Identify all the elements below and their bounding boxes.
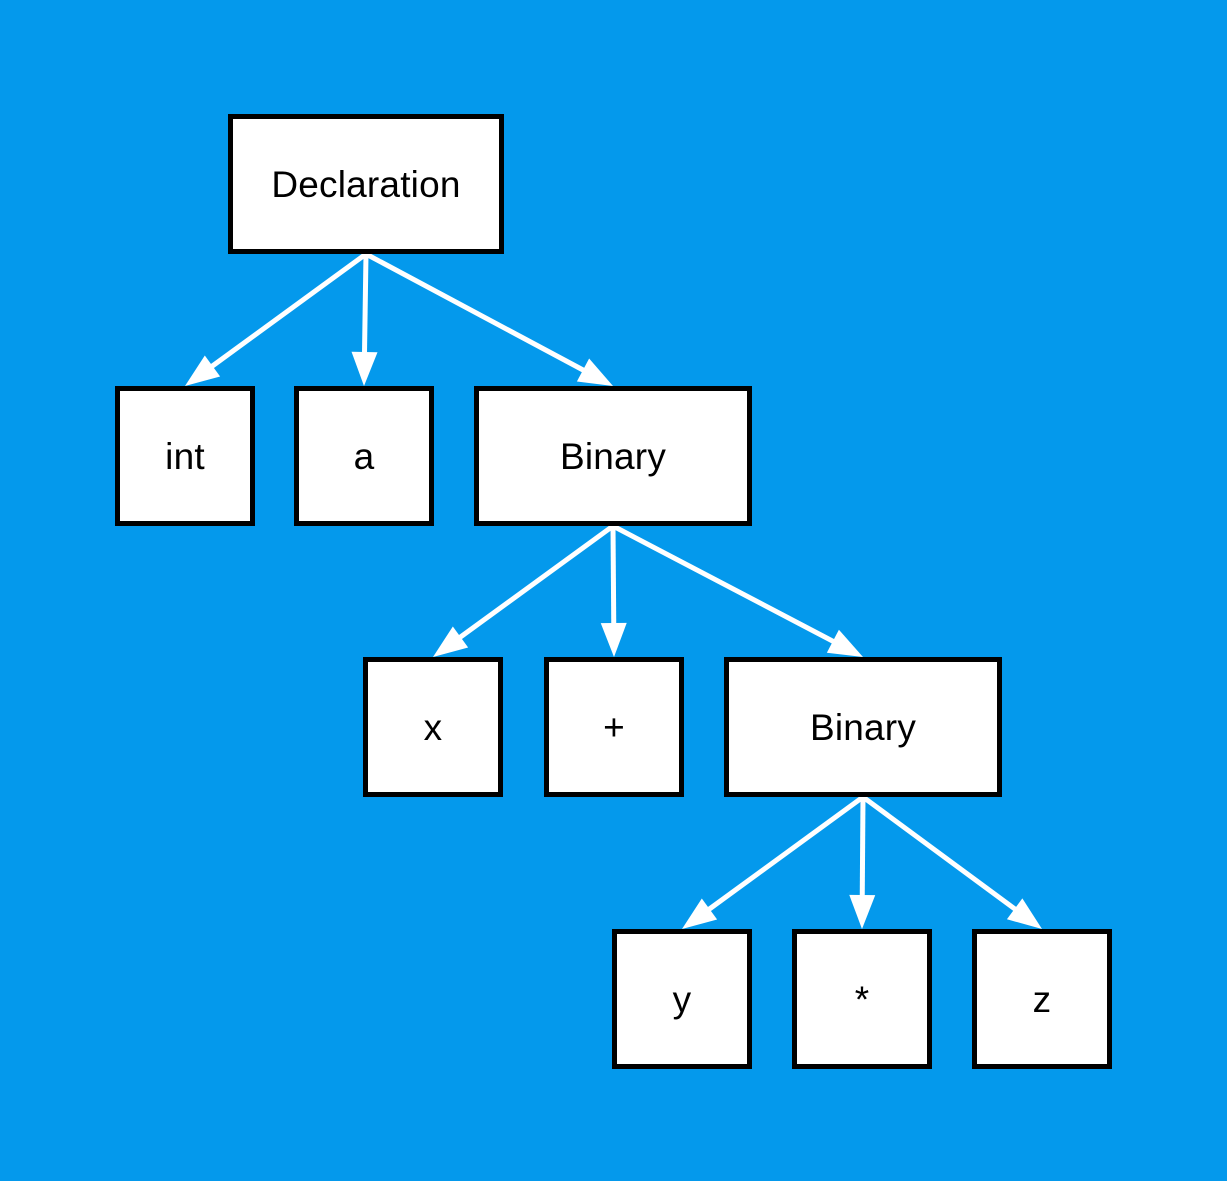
- ast-node-y[interactable]: y: [612, 929, 752, 1069]
- ast-node-plus[interactable]: +: [544, 657, 684, 797]
- arrowhead-icon: [849, 894, 876, 929]
- ast-node-binary2[interactable]: Binary: [724, 657, 1002, 797]
- edge-binary2-to-star: [849, 796, 876, 929]
- edge-line: [611, 523, 842, 648]
- ast-node-label: z: [1032, 978, 1052, 1020]
- arrowhead-icon: [185, 355, 221, 386]
- edge-line: [452, 523, 615, 644]
- arrowhead-icon: [433, 626, 469, 657]
- edge-line: [204, 251, 368, 373]
- arrowhead-icon: [682, 898, 718, 929]
- ast-node-binary1[interactable]: Binary: [474, 386, 752, 526]
- arrowhead-icon: [600, 622, 627, 657]
- edge-line: [361, 253, 369, 361]
- ast-node-label: y: [672, 978, 692, 1020]
- edge-declaration-to-int: [185, 251, 368, 386]
- edge-line: [610, 525, 617, 632]
- ast-node-label: *: [854, 978, 870, 1020]
- arrowhead-icon: [576, 358, 613, 386]
- ast-node-label: int: [165, 435, 205, 477]
- edge-binary1-to-plus: [600, 525, 627, 657]
- ast-node-star[interactable]: *: [792, 929, 932, 1069]
- edge-binary1-to-x: [433, 523, 615, 657]
- ast-node-x[interactable]: x: [363, 657, 503, 797]
- edge-declaration-to-binary1: [364, 251, 613, 386]
- edge-declaration-to-a: [351, 253, 378, 386]
- ast-node-a[interactable]: a: [294, 386, 434, 526]
- edge-line: [701, 794, 865, 916]
- edge-line: [364, 251, 592, 376]
- edge-binary1-to-binary2: [611, 523, 863, 657]
- ast-node-label: +: [603, 706, 625, 748]
- edge-binary2-to-z: [861, 794, 1042, 929]
- arrowhead-icon: [826, 629, 863, 657]
- edge-binary2-to-y: [682, 794, 865, 929]
- ast-node-int[interactable]: int: [115, 386, 255, 526]
- ast-node-label: Declaration: [271, 163, 461, 205]
- ast-node-label: a: [353, 435, 375, 477]
- ast-node-label: Binary: [559, 435, 667, 477]
- arrowhead-icon: [351, 351, 378, 386]
- edge-line: [861, 794, 1023, 916]
- edge-line: [859, 796, 866, 904]
- ast-node-declaration[interactable]: Declaration: [228, 114, 504, 254]
- ast-node-z[interactable]: z: [972, 929, 1112, 1069]
- arrowhead-icon: [1006, 898, 1042, 929]
- ast-node-label: Binary: [809, 706, 917, 748]
- ast-node-label: x: [423, 706, 443, 748]
